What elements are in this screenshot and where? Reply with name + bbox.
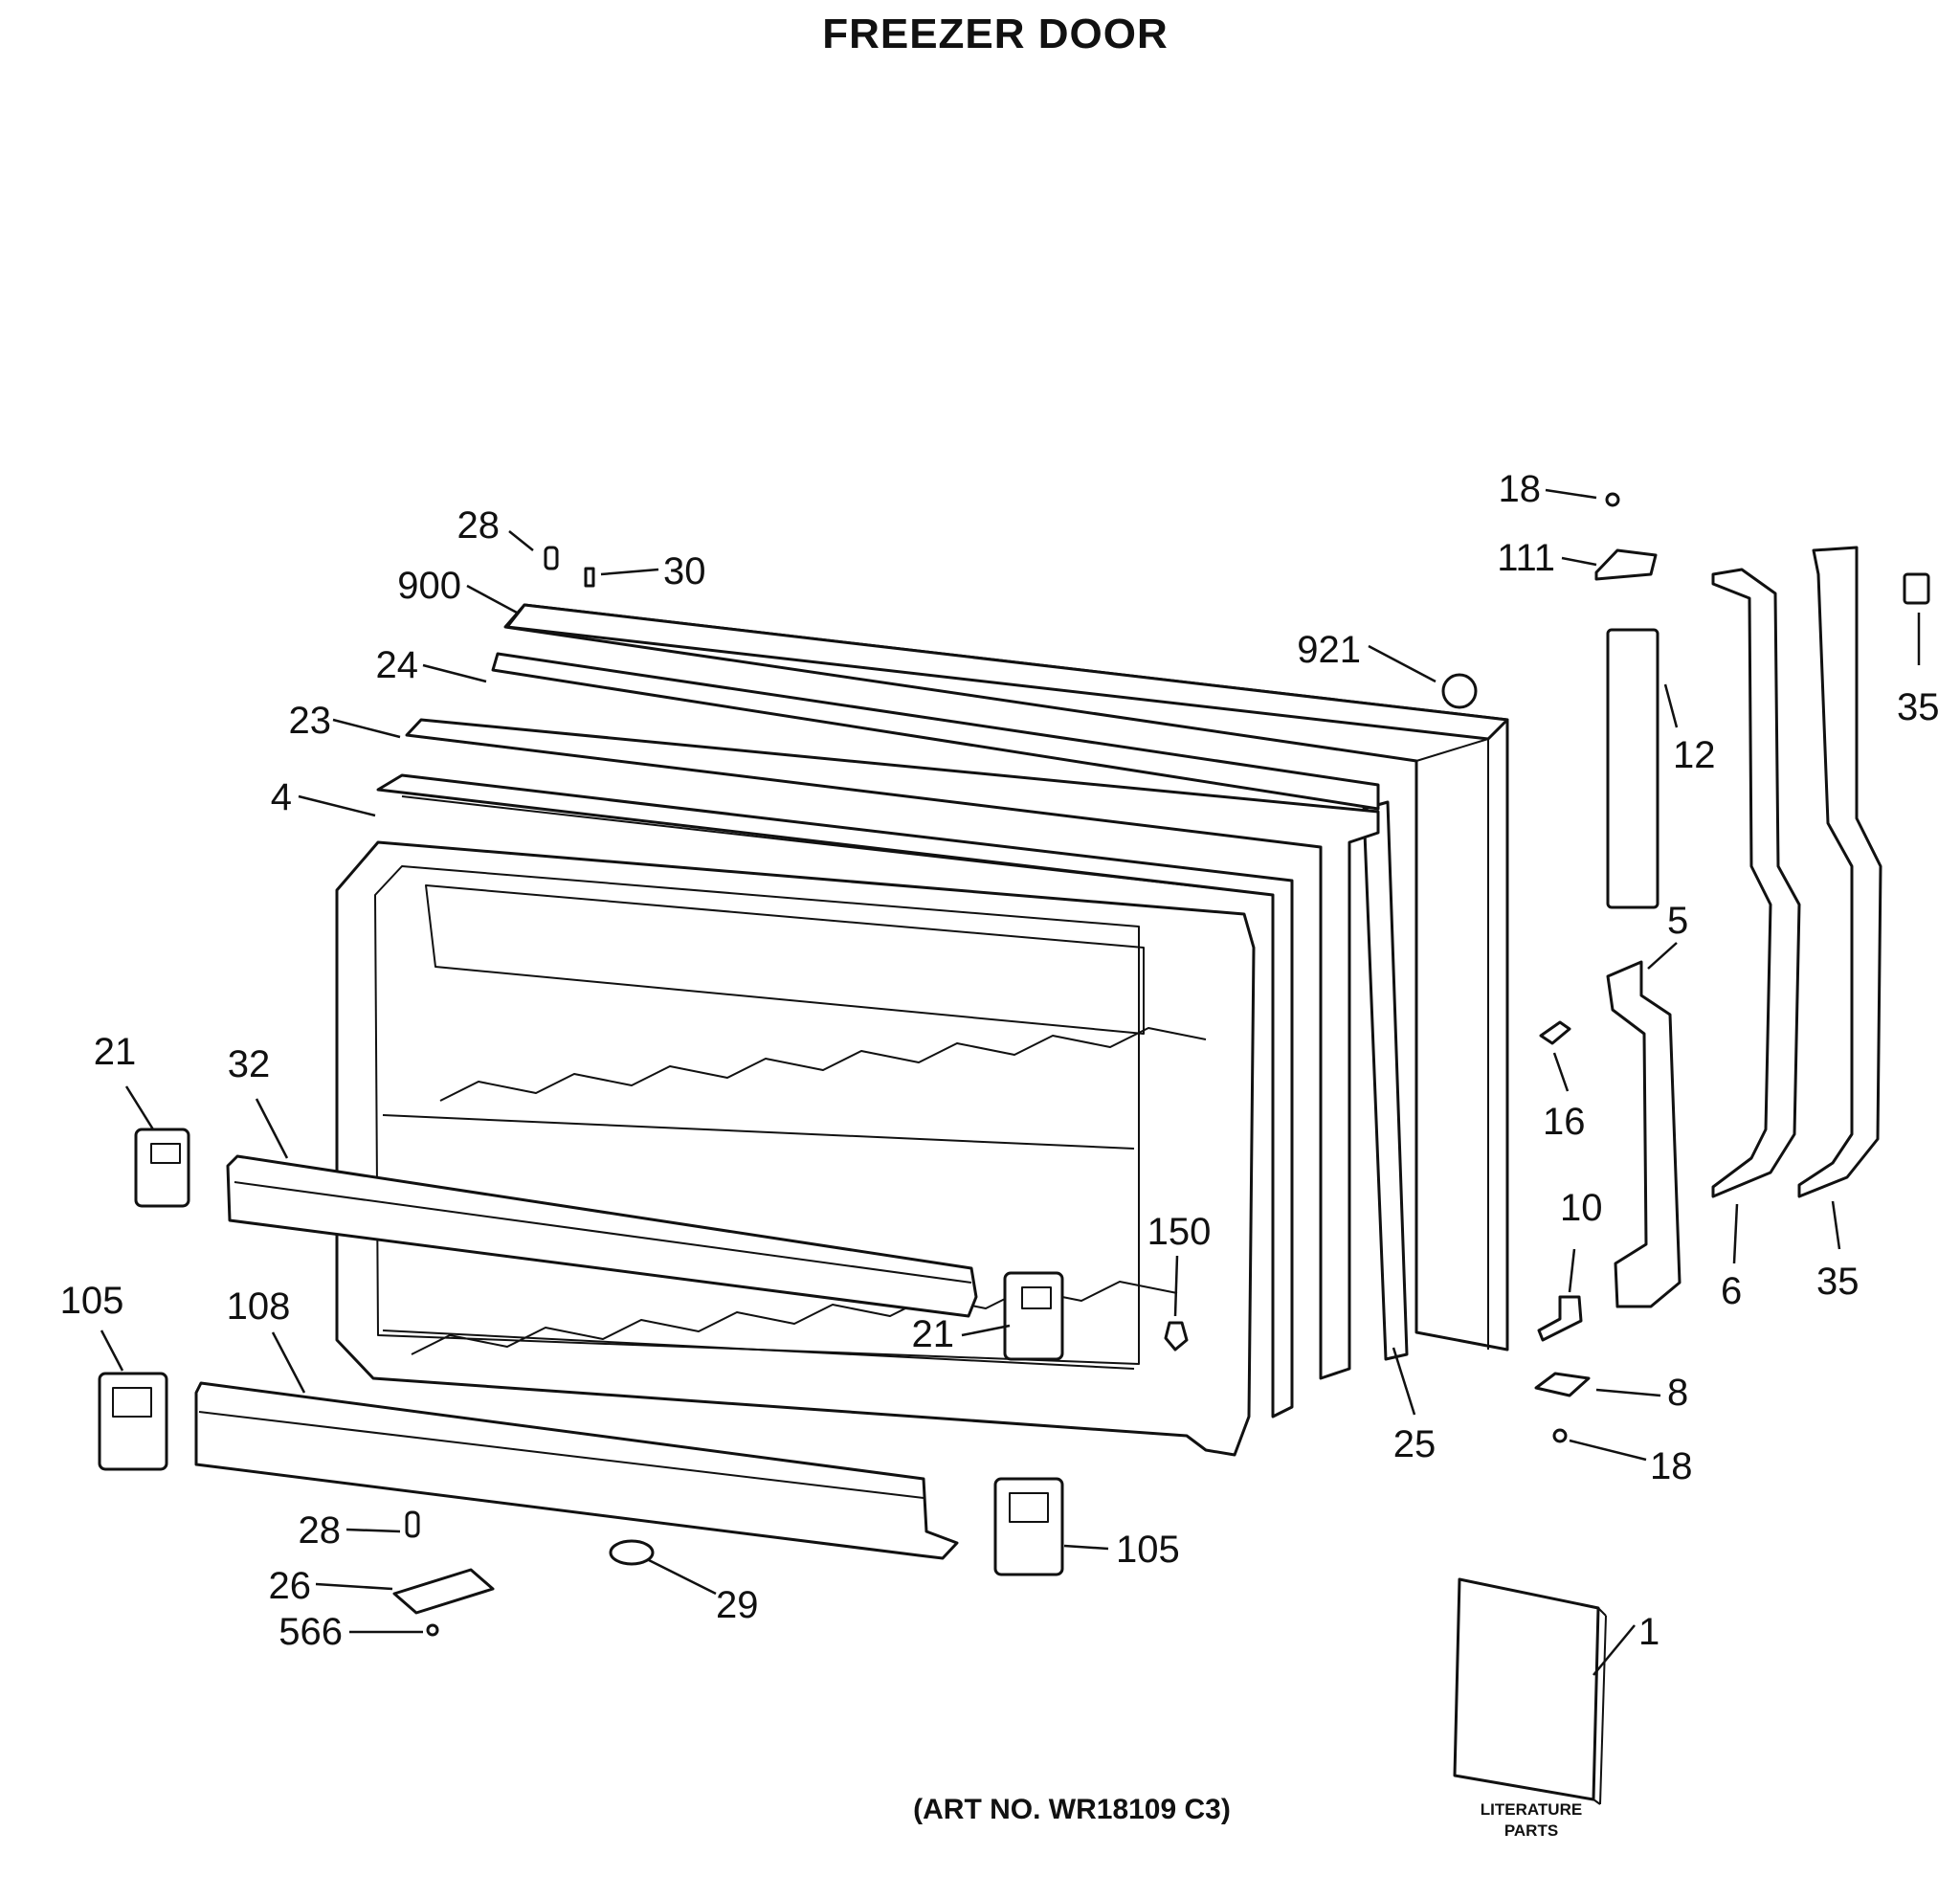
callout-1: 1 bbox=[1638, 1611, 1659, 1653]
plug-button bbox=[1441, 673, 1478, 709]
parts-label: PARTS bbox=[1504, 1821, 1558, 1840]
hinge-arm-35 bbox=[1797, 546, 1882, 1198]
hinge-cap bbox=[1594, 548, 1658, 581]
callout-111: 111 bbox=[1497, 537, 1555, 579]
literature-label: LITERATURE bbox=[1481, 1800, 1582, 1819]
bracket-10 bbox=[1537, 1295, 1583, 1342]
callout-18-top: 18 bbox=[1499, 468, 1542, 510]
callout-29: 29 bbox=[716, 1584, 759, 1626]
screw-28-top bbox=[544, 546, 559, 570]
callout-8: 8 bbox=[1667, 1372, 1688, 1414]
callout-105-left: 105 bbox=[60, 1280, 124, 1322]
shelf-bar bbox=[226, 1154, 978, 1318]
callout-28-bottom: 28 bbox=[299, 1509, 342, 1552]
screw-566 bbox=[426, 1623, 439, 1637]
diagram-title: FREEZER DOOR bbox=[822, 11, 1169, 57]
outer-door-panel bbox=[503, 603, 1509, 1352]
screw-30 bbox=[584, 567, 595, 588]
leader-lines bbox=[100, 488, 1921, 1676]
screw-150 bbox=[1164, 1321, 1189, 1352]
callout-566: 566 bbox=[278, 1611, 343, 1653]
callout-900: 900 bbox=[397, 565, 461, 607]
callout-10: 10 bbox=[1560, 1187, 1603, 1229]
callout-921: 921 bbox=[1297, 629, 1361, 671]
callout-24: 24 bbox=[376, 644, 419, 686]
callout-12: 12 bbox=[1673, 734, 1716, 776]
hinge-pin-16 bbox=[1539, 1020, 1571, 1045]
callout-28-top: 28 bbox=[457, 504, 501, 547]
door-liner-frames bbox=[376, 652, 1380, 1419]
callout-105-right: 105 bbox=[1116, 1529, 1180, 1571]
callout-26: 26 bbox=[269, 1565, 312, 1607]
hinge-plate bbox=[392, 1568, 495, 1615]
hinge-bar-5 bbox=[1606, 960, 1682, 1308]
cover-35 bbox=[1903, 572, 1930, 605]
art-number: (ART NO. WR18109 C3) bbox=[913, 1794, 1231, 1825]
end-cap-right bbox=[993, 1477, 1064, 1576]
screw-28-bottom bbox=[405, 1510, 420, 1538]
callout-35-top: 35 bbox=[1897, 686, 1940, 728]
bumper bbox=[609, 1539, 655, 1566]
callout-16: 16 bbox=[1543, 1101, 1586, 1143]
callout-4: 4 bbox=[271, 776, 292, 818]
callout-5: 5 bbox=[1667, 900, 1688, 942]
callout-150: 150 bbox=[1147, 1211, 1212, 1253]
callout-32: 32 bbox=[228, 1043, 271, 1085]
callout-35-bottom: 35 bbox=[1816, 1261, 1860, 1303]
callout-25: 25 bbox=[1393, 1423, 1437, 1465]
hinge-bracket-12 bbox=[1606, 628, 1659, 909]
callout-labels: 28 30 900 24 23 4 921 18 111 12 35 5 16 … bbox=[60, 468, 1940, 1653]
callout-23: 23 bbox=[289, 700, 332, 742]
literature-booklet: LITERATURE PARTS bbox=[1453, 1577, 1607, 1840]
shelf-clip-left bbox=[134, 1128, 190, 1208]
end-cap-left bbox=[98, 1372, 168, 1471]
callout-21-right: 21 bbox=[912, 1313, 955, 1355]
hinge-plate-8 bbox=[1534, 1372, 1591, 1397]
callout-108: 108 bbox=[227, 1285, 291, 1328]
shelf-clip-right bbox=[1003, 1271, 1064, 1361]
gasket-strip bbox=[1362, 800, 1409, 1361]
callout-18-bottom: 18 bbox=[1650, 1445, 1693, 1487]
callout-21-left: 21 bbox=[94, 1031, 137, 1073]
screw-18-bottom bbox=[1552, 1428, 1568, 1443]
screw-18-top bbox=[1605, 492, 1620, 507]
callout-30: 30 bbox=[663, 550, 706, 592]
hinge-arm-6 bbox=[1711, 568, 1801, 1198]
inner-liner bbox=[335, 840, 1256, 1457]
callout-6: 6 bbox=[1721, 1270, 1742, 1312]
lower-bar bbox=[194, 1381, 959, 1560]
